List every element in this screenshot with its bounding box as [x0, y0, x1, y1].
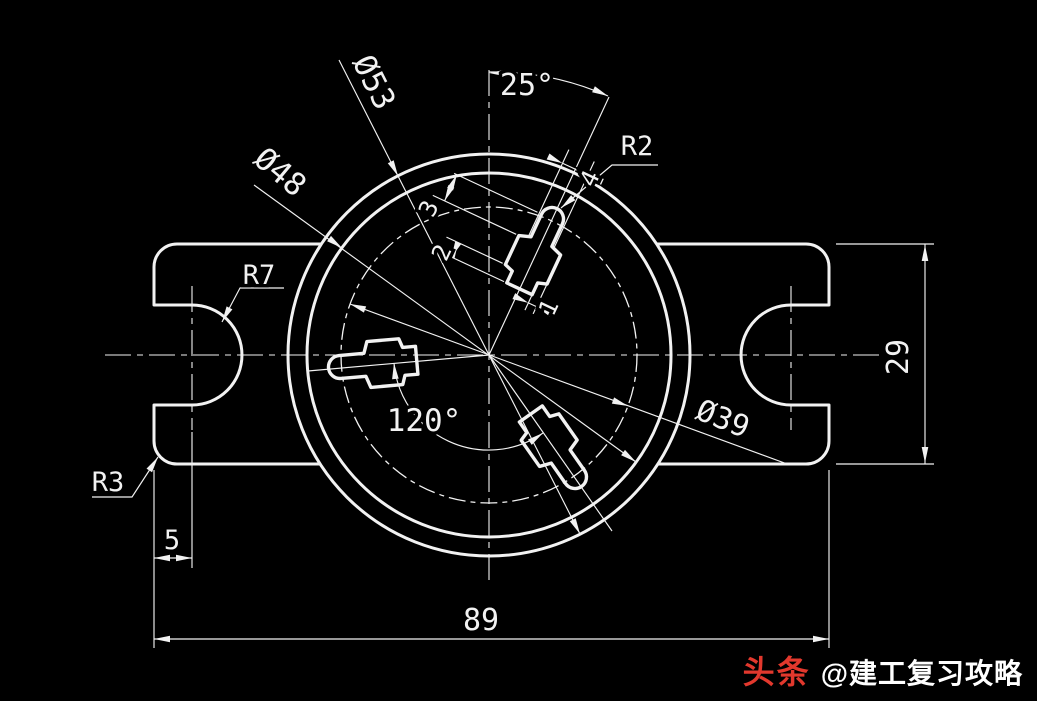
terminal-left — [324, 335, 421, 393]
detail-ext-4 — [439, 251, 505, 283]
terminal-top — [432, 149, 604, 317]
terminal-axis-bottom — [488, 354, 613, 532]
detail-ext-1 — [453, 172, 538, 213]
dim-29-label: 29 — [881, 339, 916, 375]
dim-r3-label: R3 — [92, 467, 125, 498]
angle-120-arc — [393, 362, 544, 451]
angle-25-arrow-right — [592, 86, 610, 99]
detail-ext-2 — [432, 194, 517, 235]
dim-outer-diameter-label: Ø53 — [345, 49, 402, 115]
detail-dim-4-line — [562, 162, 589, 176]
detail-ext-6 — [528, 149, 570, 236]
dim-89-arrow-left — [154, 635, 170, 643]
r3-arrow — [146, 455, 161, 473]
terminal-axis-left — [307, 354, 490, 372]
r7-leader — [221, 287, 284, 323]
detail-ext-5 — [553, 161, 595, 248]
detail-ext-8 — [524, 294, 533, 311]
dim-89-arrow-right — [813, 635, 829, 643]
dim-pitch-diameter-label: Ø39 — [691, 393, 754, 446]
dim-angle-120-label: 120° — [387, 403, 462, 439]
detail-dim-3-label: 3 — [413, 196, 444, 221]
terminal-bottom — [510, 399, 603, 502]
pitch-diameter-arrow-left — [348, 300, 367, 313]
detail-dim-3-arrow-b — [441, 185, 455, 203]
dim-inner-diameter-label: Ø48 — [247, 141, 313, 205]
dim-89-label: 89 — [463, 603, 499, 638]
detail-dim-2-label: 2 — [426, 240, 457, 265]
dim-r2-label: R2 — [621, 131, 654, 162]
dim-5-label: 5 — [164, 525, 180, 556]
plate-left-outline — [152, 242, 321, 466]
outer-diameter-leader — [338, 59, 581, 535]
pitch-diameter-line — [349, 303, 791, 466]
dim-r7-label: R7 — [243, 260, 276, 291]
terminal-axis-top — [488, 96, 610, 356]
watermark-handle: @建工复习攻略 — [820, 658, 1023, 689]
detail-dim-1-arrow-b — [512, 293, 530, 306]
watermark: 头条 @建工复习攻略 — [743, 647, 1023, 693]
inner-diameter-leader — [253, 184, 637, 463]
detail-ext-7 — [532, 283, 548, 315]
r2-leader — [560, 164, 658, 209]
detail-dim-1-label: 1 — [533, 295, 564, 320]
watermark-brand-logo: 头条 — [742, 654, 811, 690]
pitch-diameter-arrow-right — [611, 397, 630, 410]
dim-29-arrow-bottom — [921, 447, 929, 463]
dim-angle-25-label: 25° — [500, 68, 554, 103]
dim-29-arrow-top — [921, 245, 929, 261]
